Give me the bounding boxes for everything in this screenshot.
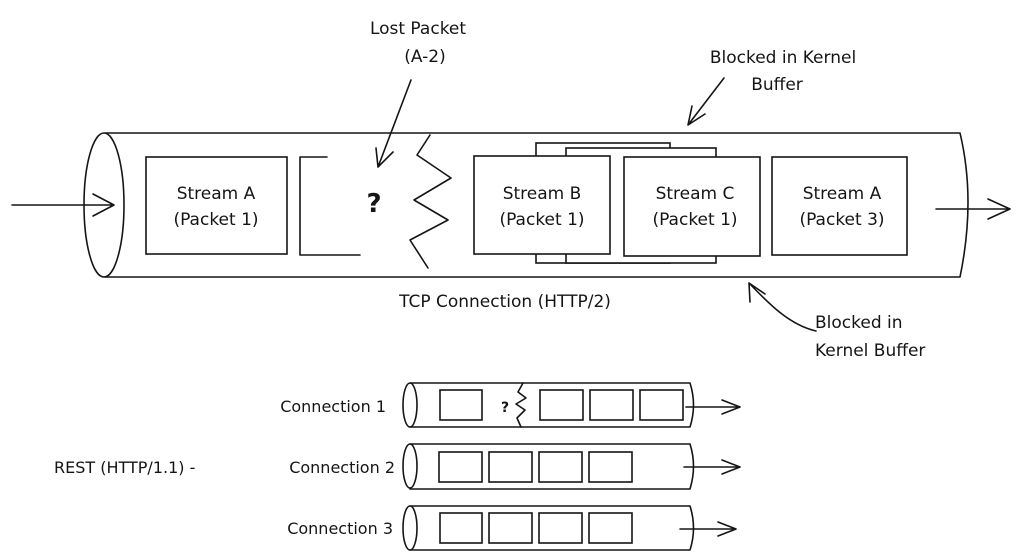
connection-label: Connection 1 bbox=[280, 397, 386, 416]
missing-packet-marker: ? bbox=[366, 189, 381, 219]
packet-slot bbox=[439, 389, 483, 421]
main-pipe-label: TCP Connection (HTTP/2) bbox=[398, 292, 611, 312]
pipe-opening bbox=[402, 382, 418, 428]
lost-packet-label-line2: (A-2) bbox=[404, 47, 445, 67]
packet-slot bbox=[588, 512, 633, 544]
pipe-opening bbox=[402, 505, 418, 551]
packet-label-line2: (Packet 1) bbox=[652, 210, 737, 230]
packet-stream-a-1: Stream A (Packet 1) bbox=[145, 156, 288, 255]
packet-slot bbox=[439, 512, 483, 544]
inbound-arrow-icon bbox=[11, 193, 115, 217]
connection-3-pipe: Connection 3 bbox=[287, 505, 737, 551]
pipe-opening bbox=[402, 443, 418, 489]
packet-label-line1: Stream C bbox=[656, 184, 735, 204]
packet-label-line1: Stream A bbox=[803, 184, 882, 204]
packet-stream-c-1: Stream C (Packet 1) bbox=[623, 156, 761, 257]
blocked-top-annotation: Blocked in Kernel Buffer bbox=[687, 48, 856, 126]
outbound-arrow-icon bbox=[683, 459, 741, 475]
break-zigzag-icon bbox=[515, 382, 527, 428]
outbound-arrow-icon bbox=[935, 198, 1011, 220]
packet-slot bbox=[438, 451, 483, 483]
packet-label-line1: Stream B bbox=[503, 184, 582, 204]
break-zigzag-icon bbox=[409, 134, 452, 269]
packet-slot bbox=[539, 389, 584, 421]
missing-packet-marker: ? bbox=[501, 400, 509, 416]
packet-slot bbox=[588, 451, 633, 483]
outbound-arrow-icon bbox=[685, 399, 741, 415]
packet-stream-b-1: Stream B (Packet 1) bbox=[473, 155, 611, 255]
packet-label-line2: (Packet 1) bbox=[173, 210, 258, 230]
connection-1-pipe: Connection 1 ? bbox=[280, 382, 741, 428]
packet-slot bbox=[538, 512, 583, 544]
connection-label: Connection 2 bbox=[289, 458, 395, 477]
lost-packet-annotation: Lost Packet (A-2) bbox=[370, 19, 466, 168]
blocked-bottom-label-line2: Kernel Buffer bbox=[815, 341, 925, 361]
packet-label-line1: Stream A bbox=[177, 184, 256, 204]
packet-stream-a-3: Stream A (Packet 3) bbox=[771, 156, 908, 256]
rest-group-label: REST (HTTP/1.1) - bbox=[54, 458, 195, 477]
blocked-bottom-label-line1: Blocked in bbox=[815, 313, 903, 333]
blocked-top-label-line2: Buffer bbox=[751, 75, 803, 95]
blocked-top-arrow-icon bbox=[687, 77, 725, 126]
packet-label-line2: (Packet 1) bbox=[499, 210, 584, 230]
packet-slot bbox=[538, 451, 583, 483]
packet-slot bbox=[488, 512, 533, 544]
packet-label-line2: (Packet 3) bbox=[799, 210, 884, 230]
blocked-bottom-arrow-icon bbox=[748, 282, 817, 332]
packet-slot bbox=[589, 389, 634, 421]
missing-slot-bracket bbox=[299, 156, 361, 256]
blocked-bottom-annotation: Blocked in Kernel Buffer bbox=[748, 282, 925, 361]
packet-slot bbox=[488, 451, 533, 483]
packet-slot bbox=[639, 389, 684, 421]
missing-packet-slot: ? bbox=[299, 134, 452, 269]
blocked-top-label-line1: Blocked in Kernel bbox=[710, 48, 856, 68]
pipe-body bbox=[104, 132, 969, 278]
lost-packet-arrow-icon bbox=[375, 79, 412, 168]
connection-label: Connection 3 bbox=[287, 519, 393, 538]
connection-2-pipe: Connection 2 bbox=[289, 443, 741, 490]
main-tcp-pipe: Stream A (Packet 1) ? Stream B (Packet 1… bbox=[11, 132, 1011, 312]
lost-packet-label-line1: Lost Packet bbox=[370, 19, 466, 39]
outbound-arrow-icon bbox=[679, 521, 737, 537]
